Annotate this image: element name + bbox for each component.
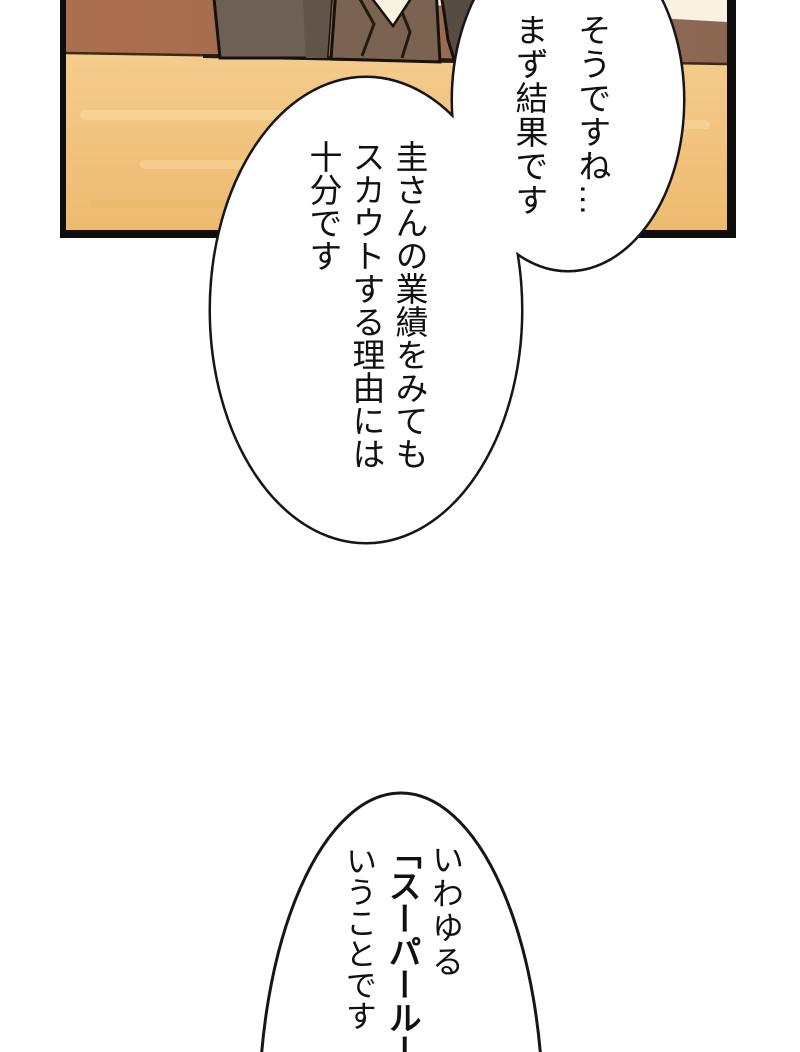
sleeve-crease: [358, 0, 376, 57]
bubble-c-shape: [260, 791, 542, 1052]
bubble-b-dialogue: 圭さんの業績をみても スカウトする理由には 十分です: [305, 140, 428, 470]
bubble-c-dialogue-col-2-bold: 「スーパールー: [384, 836, 421, 1052]
bubble-c-dialogue-col-1: いわゆる: [428, 843, 464, 979]
bubble-a-fill: [453, 0, 683, 270]
bubble-a-dialogue: そうですね… まず結果です: [511, 13, 611, 217]
bubble-b-fill: [211, 78, 521, 542]
bubble-c-dialogue-col-3: いうことです: [341, 845, 376, 1031]
figure-arm-middle: [329, 0, 442, 64]
speech-bubbles: [208, 0, 686, 1052]
figure-arm-left-shade: [302, 0, 332, 58]
background-gap-wedge: [371, 0, 412, 29]
